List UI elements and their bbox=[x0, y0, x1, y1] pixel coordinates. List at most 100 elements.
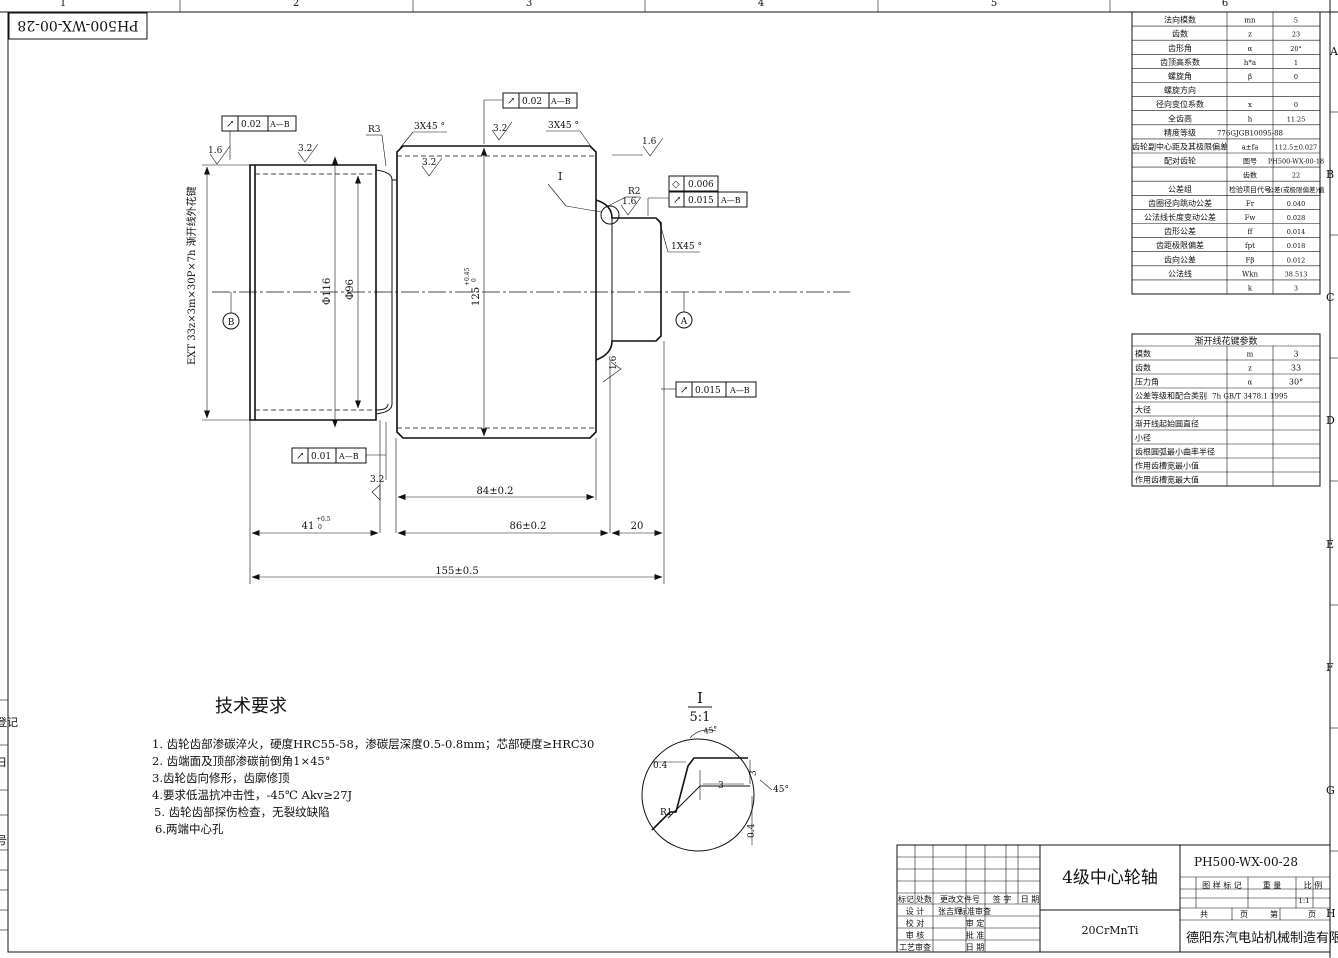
sign-role: 设 计 bbox=[906, 906, 925, 916]
upside-down-drawing-number: PH500-WX-00-28 bbox=[17, 17, 138, 33]
gear-param-name: 精度等级 bbox=[1164, 127, 1196, 137]
dim-86: 86±0.2 bbox=[509, 521, 546, 532]
sign-name: 张吉辉 bbox=[938, 907, 962, 916]
grid-col-label: 3 bbox=[526, 0, 532, 9]
gear-param-name: 齿顶高系数 bbox=[1160, 57, 1200, 67]
sign-role2: 标准审查 bbox=[959, 906, 991, 916]
gear-param-symbol: h bbox=[1248, 115, 1253, 123]
shaft-neck-outline bbox=[595, 199, 662, 361]
gear-param-symbol: x bbox=[1248, 101, 1252, 109]
header-label: 重 量 bbox=[1263, 880, 1282, 890]
svg-text:0.02: 0.02 bbox=[522, 97, 542, 107]
sheet-label: 第 bbox=[1270, 909, 1278, 919]
spline-param-value: 3 bbox=[1293, 350, 1298, 359]
sign-role2: 批 准 bbox=[966, 930, 985, 940]
tolerance-frame: ↗ 0.015 A—B bbox=[661, 381, 757, 398]
sheet-label: 页 bbox=[1308, 910, 1316, 919]
spline-param-name: 压力角 bbox=[1135, 377, 1159, 387]
gear-param-value: 23 bbox=[1292, 31, 1300, 39]
spline-param-value: 33 bbox=[1291, 364, 1301, 373]
tech-requirements-list: 1. 齿轮齿部渗碳淬火，硬度HRC55-58，渗碳层深度0.5-0.8mm；芯部… bbox=[152, 736, 594, 838]
tolerance-frame: ↗ 0.02 A—B bbox=[483, 92, 578, 144]
gear-param-value: 0.012 bbox=[1287, 256, 1306, 264]
gear-param-symbol: Wkn bbox=[1242, 270, 1258, 278]
spline-param-name: 渐开线起始圆直径 bbox=[1135, 419, 1199, 429]
scale-value: 1:1 bbox=[1298, 897, 1309, 905]
roughness-symbol: 3.2 bbox=[370, 475, 384, 501]
gear-param-symbol: β bbox=[1248, 73, 1252, 81]
material: 20CrMnTi bbox=[1082, 924, 1139, 937]
detail-view: I 5:1 3 3 45° 45° 0.4 0.4 R1 bbox=[641, 689, 789, 852]
grid-row-label: F bbox=[1326, 661, 1334, 674]
gear-param-value: 3 bbox=[1294, 285, 1298, 293]
svg-text:0.006: 0.006 bbox=[688, 180, 714, 190]
gear-param-value: 11.25 bbox=[1287, 115, 1306, 123]
part-title: 4级中心轮轴 bbox=[1062, 868, 1158, 888]
revision-label: 更改文件号 bbox=[940, 894, 980, 904]
tech-requirement-item: 1. 齿轮齿部渗碳淬火，硬度HRC55-58，渗碳层深度0.5-0.8mm；芯部… bbox=[152, 737, 595, 751]
gear-param-name: 齿向公差 bbox=[1164, 254, 1196, 264]
svg-text:0.01: 0.01 bbox=[311, 452, 331, 462]
tolerance-frame: ↗ 0.01 A—B bbox=[291, 422, 387, 480]
title-block: 4级中心轮轴 20CrMnTi PH500-WX-00-28 1:1 德阳东汽电… bbox=[896, 844, 1338, 953]
tech-requirement-item: 5. 齿轮齿部探伤检查，无裂纹缺陷 bbox=[154, 805, 330, 819]
gear-param-value: 0 bbox=[1294, 101, 1298, 109]
gear-param-name: 齿圈径向跳动公差 bbox=[1148, 198, 1212, 208]
dim-phi96: Φ96 bbox=[345, 279, 356, 300]
gear-param-symbol: k bbox=[1248, 285, 1253, 293]
detail-mark-i: I bbox=[558, 170, 562, 183]
spline-param-name: 模数 bbox=[1135, 349, 1151, 359]
spline-spec-note: EXT 33z×3m×30P×7h 渐开线外花键 bbox=[185, 186, 198, 365]
gear-param-symbol: 检验项目代号 bbox=[1229, 185, 1271, 194]
grid-col-label: 5 bbox=[991, 0, 997, 9]
svg-text:3.2: 3.2 bbox=[422, 158, 436, 168]
gear-param-value: 22 bbox=[1292, 172, 1300, 180]
grid-row-label: D bbox=[1326, 414, 1335, 427]
gear-param-value: 0.040 bbox=[1287, 200, 1306, 208]
gear-param-value: 0.014 bbox=[1287, 228, 1306, 236]
tolerance-frame: ◇ 0.006 bbox=[668, 175, 719, 192]
grid-column-labels: 1 2 3 4 5 6 bbox=[60, 0, 1228, 9]
sheet-label: 共 bbox=[1200, 910, 1208, 919]
gear-param-name: 径向变位系数 bbox=[1156, 99, 1204, 109]
gear-param-value: 1 bbox=[1294, 59, 1298, 67]
dim-phi116: Φ116 bbox=[322, 278, 333, 305]
spline-param-symbol: 7h GB/T 3478.1 1995 bbox=[1212, 393, 1288, 401]
grid-col-label: 2 bbox=[293, 0, 299, 9]
dim-41: 41 bbox=[302, 521, 315, 532]
svg-text:1.6: 1.6 bbox=[642, 137, 657, 147]
svg-text:A—B: A—B bbox=[729, 386, 750, 395]
spline-param-name: 作用齿槽宽最大值 bbox=[1135, 475, 1199, 485]
svg-text:↗: ↗ bbox=[296, 451, 304, 462]
margin-label: 日 bbox=[0, 756, 7, 769]
gear-param-name: 齿轮副中心距及其极限偏差 bbox=[1132, 142, 1228, 152]
upside-down-number-box: PH500-WX-00-28 bbox=[8, 12, 148, 40]
grid-row-label: G bbox=[1326, 784, 1335, 797]
sign-role2: 审 定 bbox=[966, 918, 985, 928]
roughness-symbol: 1.6 bbox=[620, 196, 642, 216]
roughness-symbol: 3.2 bbox=[491, 121, 513, 141]
svg-text:R1: R1 bbox=[660, 808, 673, 818]
dim-20: 20 bbox=[631, 521, 644, 532]
tolerance-frame: ↗ 0.015 A—B bbox=[647, 191, 748, 216]
shaft-view: I B A EXT 33z×3m×30P×7h 渐开线外花键 Φ116 Φ96 … bbox=[185, 92, 850, 584]
svg-text:3: 3 bbox=[749, 770, 759, 776]
gear-param-name: 齿形角 bbox=[1168, 43, 1192, 53]
gear-param-symbol: α bbox=[1248, 45, 1253, 53]
spline-param-table: 渐开线花键参数 bbox=[1131, 333, 1321, 487]
header-label: 图 样 标 记 bbox=[1202, 880, 1242, 890]
revision-label: 签 字 bbox=[993, 894, 1012, 904]
gear-param-name: 全齿高 bbox=[1168, 113, 1192, 123]
svg-text:A—B: A—B bbox=[269, 120, 290, 129]
revision-label: 处数 bbox=[916, 894, 932, 904]
svg-text:◇: ◇ bbox=[672, 179, 680, 190]
gear-param-name: 公法线长度变动公差 bbox=[1144, 212, 1216, 222]
svg-text:3.2: 3.2 bbox=[298, 144, 312, 154]
sign-role: 审 核 bbox=[906, 930, 925, 940]
svg-text:1.6: 1.6 bbox=[208, 146, 223, 156]
drawing-number: PH500-WX-00-28 bbox=[1194, 855, 1298, 869]
grid-row-label: C bbox=[1326, 291, 1334, 304]
spline-param-name: 小径 bbox=[1135, 433, 1151, 443]
gear-param-name: 齿数 bbox=[1172, 29, 1188, 39]
